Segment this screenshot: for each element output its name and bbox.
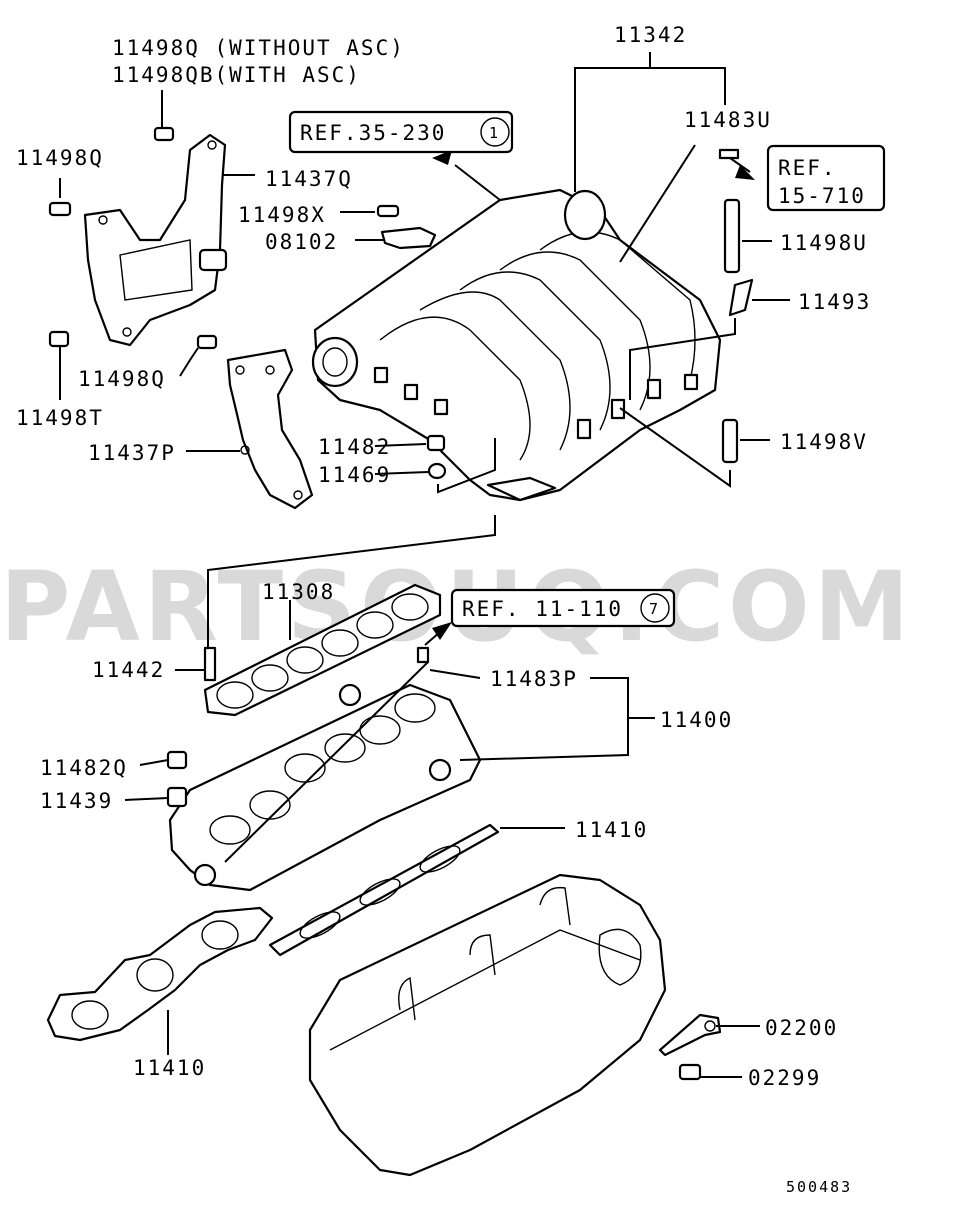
label-11342[interactable]: 11342: [614, 23, 687, 47]
label-02200[interactable]: 02200: [765, 1016, 838, 1040]
gasket-11410-right[interactable]: [268, 823, 500, 957]
ref-15-710-line2: 15-710: [778, 184, 866, 208]
label-11482q[interactable]: 11482Q: [40, 756, 128, 780]
label-11498qb-with-asc[interactable]: 11498QB(WITH ASC): [112, 63, 361, 87]
stud-11442[interactable]: [203, 646, 217, 682]
bolt-11498v[interactable]: [721, 418, 739, 464]
bolt-11498q-top[interactable]: [153, 126, 175, 142]
bolt-02299[interactable]: [678, 1063, 702, 1081]
label-11410-right[interactable]: 11410: [575, 818, 648, 842]
ref-15-710-line1: REF.: [778, 156, 837, 180]
washer-11469[interactable]: [427, 462, 447, 480]
nut-11482[interactable]: [426, 434, 446, 452]
bolt-11498x[interactable]: [376, 204, 400, 218]
label-11498q-left[interactable]: 11498Q: [16, 146, 104, 170]
leader-lines: [59, 52, 790, 1078]
label-11483u[interactable]: 11483U: [684, 108, 772, 132]
ref-35-230-text: REF.35-230: [300, 121, 446, 145]
label-11442[interactable]: 11442: [92, 658, 165, 682]
stud-11483p[interactable]: [416, 646, 430, 664]
arrow-ref3: [432, 622, 452, 640]
label-02299[interactable]: 02299: [748, 1066, 821, 1090]
label-11498u[interactable]: 11498U: [780, 231, 868, 255]
bolt-11498q-mid[interactable]: [196, 334, 218, 350]
label-11482[interactable]: 11482: [318, 435, 391, 459]
label-11400[interactable]: 11400: [660, 708, 733, 732]
bolt-11498u[interactable]: [723, 198, 741, 274]
label-11498q-mid[interactable]: 11498Q: [78, 367, 166, 391]
arrow-ref1: [432, 150, 452, 165]
bracket-11437p[interactable]: [226, 348, 314, 510]
ref-box-15-710[interactable]: REF. 15-710: [766, 144, 886, 212]
label-11483p[interactable]: 11483P: [490, 667, 578, 691]
nut-11482q[interactable]: [166, 750, 188, 770]
diagram-code: 500483: [786, 1178, 852, 1196]
part-labels: 11498Q (WITHOUT ASC) 11498QB(WITH ASC) 1…: [16, 23, 871, 1090]
upper-intake-manifold[interactable]: [311, 188, 722, 502]
ref-35-230-num: 1: [489, 124, 500, 142]
label-11308[interactable]: 11308: [262, 580, 335, 604]
bracket-02200[interactable]: [658, 1013, 722, 1057]
arrow-ref2: [735, 165, 755, 180]
label-11498x[interactable]: 11498X: [238, 203, 326, 227]
bracket-11493[interactable]: [728, 278, 754, 317]
label-08102[interactable]: 08102: [265, 230, 338, 254]
label-11469[interactable]: 11469: [318, 463, 391, 487]
label-11498q-without-asc[interactable]: 11498Q (WITHOUT ASC): [112, 36, 405, 60]
label-11498v[interactable]: 11498V: [780, 430, 868, 454]
label-11437p[interactable]: 11437P: [88, 441, 176, 465]
label-11437q[interactable]: 11437Q: [265, 167, 353, 191]
gasket-11308[interactable]: [203, 583, 442, 717]
stud-11483u[interactable]: [718, 148, 740, 160]
ref-11-110-num: 7: [649, 600, 660, 618]
ref-box-35-230[interactable]: REF.35-230 1: [288, 110, 514, 154]
gasket-11410-left[interactable]: [46, 906, 274, 1042]
bolt-11498q-left[interactable]: [48, 201, 72, 217]
ref-box-11-110[interactable]: REF. 11-110 7: [450, 588, 676, 628]
label-11493[interactable]: 11493: [798, 290, 871, 314]
ref-11-110-text: REF. 11-110: [462, 597, 623, 621]
cylinder-head[interactable]: [308, 873, 667, 1177]
label-11498t[interactable]: 11498T: [16, 406, 104, 430]
bracket-11437q[interactable]: [83, 133, 228, 347]
spacer-11439[interactable]: [166, 786, 188, 808]
bolt-11498t[interactable]: [48, 330, 70, 348]
bracket-08102[interactable]: [380, 226, 437, 250]
label-11439[interactable]: 11439: [40, 789, 113, 813]
label-11410-left[interactable]: 11410: [133, 1056, 206, 1080]
